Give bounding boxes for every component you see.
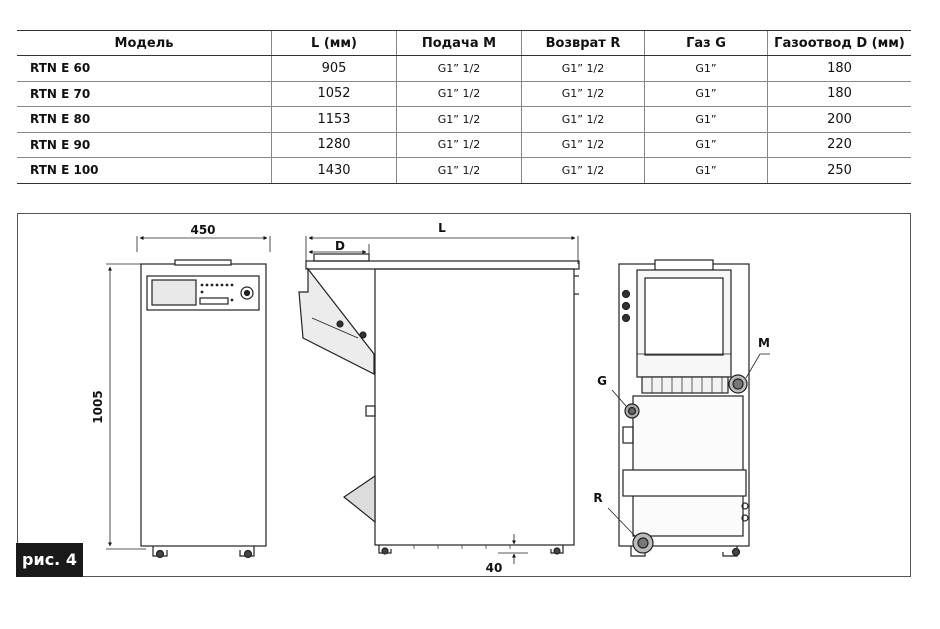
side-view (298, 236, 580, 564)
cell-supply: G1” 1/2 (396, 106, 522, 133)
boiler-drawing: 450 1005 L D 40 M G R (91, 221, 770, 575)
cell-length: 1153 (271, 106, 397, 133)
col-header-return: Возврат R (521, 30, 645, 56)
label-gas: G (597, 374, 607, 388)
dim-width-label: 450 (190, 223, 215, 237)
dim-flue-label: D (335, 239, 345, 253)
table-row: RTN E 60 905 G1” 1/2 G1” 1/2 G1” 180 (17, 55, 911, 82)
table-row: RTN E 70 1052 G1” 1/2 G1” 1/2 G1” 180 (17, 81, 911, 107)
table-row: RTN E 100 1430 G1” 1/2 G1” 1/2 G1” 250 (17, 157, 911, 184)
col-header-model: Модель (17, 30, 272, 56)
cell-return: G1” 1/2 (521, 157, 645, 184)
rear-view (618, 259, 750, 557)
cell-length: 1430 (271, 157, 397, 184)
cell-supply: G1” 1/2 (396, 132, 522, 158)
cell-model: RTN E 60 (17, 55, 272, 82)
cell-length: 1280 (271, 132, 397, 158)
cell-return: G1” 1/2 (521, 81, 645, 107)
dim-length-label: L (438, 221, 446, 235)
specs-table: Модель L (мм) Подача M Возврат R Газ G Г… (17, 30, 911, 184)
cell-return: G1” 1/2 (521, 106, 645, 133)
label-return: R (593, 491, 602, 505)
cell-model: RTN E 90 (17, 132, 272, 158)
cell-gas: G1” (644, 132, 768, 158)
technical-drawing-frame: 450 1005 L D 40 M G R (17, 213, 911, 577)
cell-model: RTN E 100 (17, 157, 272, 184)
table-row: RTN E 90 1280 G1” 1/2 G1” 1/2 G1” 220 (17, 132, 911, 158)
table-header-row: Модель L (мм) Подача M Возврат R Газ G Г… (17, 30, 911, 56)
figure-caption: рис. 4 (16, 543, 83, 577)
dim-height-label: 1005 (91, 390, 105, 423)
dim-feet-label: 40 (486, 561, 503, 575)
pipe-connection-gas (611, 389, 640, 419)
cell-flue: 180 (767, 55, 911, 82)
cell-gas: G1” (644, 157, 768, 184)
cell-return: G1” 1/2 (521, 55, 645, 82)
cell-flue: 200 (767, 106, 911, 133)
cell-gas: G1” (644, 106, 768, 133)
cell-flue: 220 (767, 132, 911, 158)
cell-supply: G1” 1/2 (396, 55, 522, 82)
cell-gas: G1” (644, 81, 768, 107)
cell-length: 905 (271, 55, 397, 82)
col-header-supply: Подача M (396, 30, 522, 56)
cell-flue: 180 (767, 81, 911, 107)
col-header-gas: Газ G (644, 30, 768, 56)
cell-model: RTN E 80 (17, 106, 272, 133)
cell-length: 1052 (271, 81, 397, 107)
cell-gas: G1” (644, 55, 768, 82)
cell-supply: G1” 1/2 (396, 81, 522, 107)
cell-supply: G1” 1/2 (396, 157, 522, 184)
front-view (106, 236, 271, 559)
pipe-connection-return (607, 507, 654, 554)
table-row: RTN E 80 1153 G1” 1/2 G1” 1/2 G1” 200 (17, 106, 911, 133)
pipe-connection-supply (728, 353, 770, 394)
col-header-flue: Газоотвод D (мм) (767, 30, 911, 56)
col-header-length: L (мм) (271, 30, 397, 56)
label-supply: M (758, 336, 770, 350)
cell-return: G1” 1/2 (521, 132, 645, 158)
cell-flue: 250 (767, 157, 911, 184)
cell-model: RTN E 70 (17, 81, 272, 107)
